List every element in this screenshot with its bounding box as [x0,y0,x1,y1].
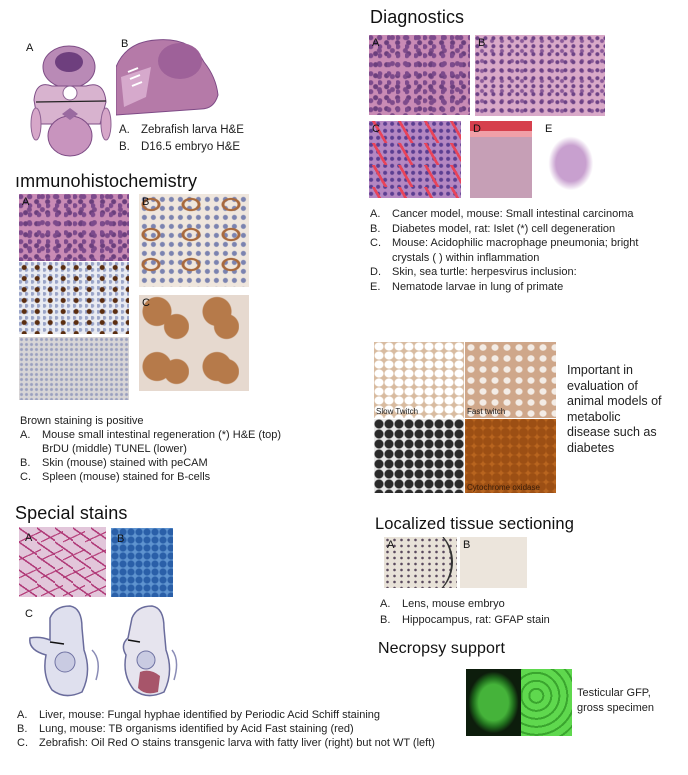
special-stain-image-c: C [20,600,180,700]
slow-twitch-image: Slow Twitch [374,342,464,418]
panel-label: A [25,532,33,544]
panel-label: A [26,42,34,54]
fast-twitch-label: Fast twitch [467,407,506,416]
lens-image: A [384,537,457,588]
ihc-image-a-brdu [19,262,129,334]
panel-label: B [121,38,129,50]
section-title: Special stains [15,503,128,523]
caption-item: B.Diabetes model, rat: Islet (*) cell de… [370,222,616,235]
caption-item: C.Zebrafish: Oil Red O stains transgenic… [17,737,435,749]
caption-item: A.Zebrafish larva H&E [119,124,244,136]
panel-label: B [117,533,125,545]
embryo-image: B [116,37,219,117]
diagnostics-image-c: C [369,121,461,198]
zebrafish-larva-image: A [22,40,112,158]
muscle-note: Important in evaluation of animal models… [567,363,662,455]
diagnostics-image-e: E [542,121,606,198]
caption-item: D.Skin, sea turtle: herpesvirus inclusio… [370,266,577,278]
panel-label: C [372,123,380,135]
caption-item: C.Mouse: Acidophilic macrophage pneumoni… [370,237,639,264]
panel-label: A [387,539,395,551]
special-stains-captions: A.Liver, mouse: Fungal hyphae identified… [17,708,435,750]
diagnostics-image-b: B [475,35,605,116]
caption-item: B.Skin (mouse) stained with peCAM [20,457,208,469]
caption-item: A.Cancer model, mouse: Small intestinal … [370,208,634,220]
diagnostics-image-a: A [369,35,470,115]
section-title: Diagnostics [370,7,465,27]
diagnostics-captions: A.Cancer model, mouse: Small intestinal … [370,207,638,294]
localized-captions: A.Lens, mouse embryo B.Hippocampus, rat:… [380,596,550,628]
caption-item: C.Spleen (mouse) stained for B-cells [20,471,211,483]
slow-twitch-label: Slow Twitch [376,407,419,416]
section-title: Localized tissue sectioning [375,515,574,533]
hippocampus-image: B [460,537,527,588]
caption-item: E.Nematode larvae in lung of primate [370,280,564,293]
caption-item: B.D16.5 embryo H&E [119,141,241,153]
caption-item: A.Mouse small intestinal regeneration (*… [20,429,282,455]
special-stain-image-b: B [111,528,173,597]
panel-label: C [25,608,33,620]
ihc-image-a-tunel [19,337,129,400]
gfp-testis-whole-image [466,669,521,736]
zebrafish-oil-red-o-figure [29,605,178,697]
section-title: ımmunohistochemistry [15,171,198,191]
gfp-testis-closeup-image [521,669,572,736]
panel-label: C [142,297,150,309]
special-stain-image-a: A [19,527,106,597]
caption-item: A.Lens, mouse embryo [380,598,505,610]
fast-twitch-image: Fast twitch [465,342,556,418]
cytochrome-label: Cytochrome oxidase [467,483,540,492]
panel-label: E [545,123,553,135]
ihc-intro: Brown staining is positive [20,415,144,427]
cytochrome-oxidase-image: Cytochrome oxidase [465,419,556,493]
panel-label: D [473,123,481,135]
panel-label: A [372,37,380,49]
ihc-captions: A.Mouse small intestinal regeneration (*… [20,428,281,484]
caption-item: B.Lung, mouse: TB organisms identified b… [17,723,354,735]
histology-captions: A.Zebrafish larva H&E B.D16.5 embryo H&E [119,122,244,156]
section-title: Necropsy support [378,640,505,657]
embryo-section-figure [116,37,219,117]
zebrafish-section-figure [30,45,112,157]
diagnostics-image-d: D [470,121,532,198]
ihc-image-a-he: A [19,194,129,261]
caption-item: A.Liver, mouse: Fungal hyphae identified… [17,709,380,721]
necropsy-note: Testicular GFP, gross specimen [577,687,655,714]
ihc-image-b: B [139,194,249,287]
black-stain-image [374,419,464,493]
panel-label: B [478,37,486,49]
caption-item: B.Hippocampus, rat: GFAP stain [380,614,550,626]
panel-label: B [142,196,150,208]
panel-label: A [22,196,30,208]
ihc-image-c: C [139,295,249,391]
panel-label: B [463,539,471,551]
